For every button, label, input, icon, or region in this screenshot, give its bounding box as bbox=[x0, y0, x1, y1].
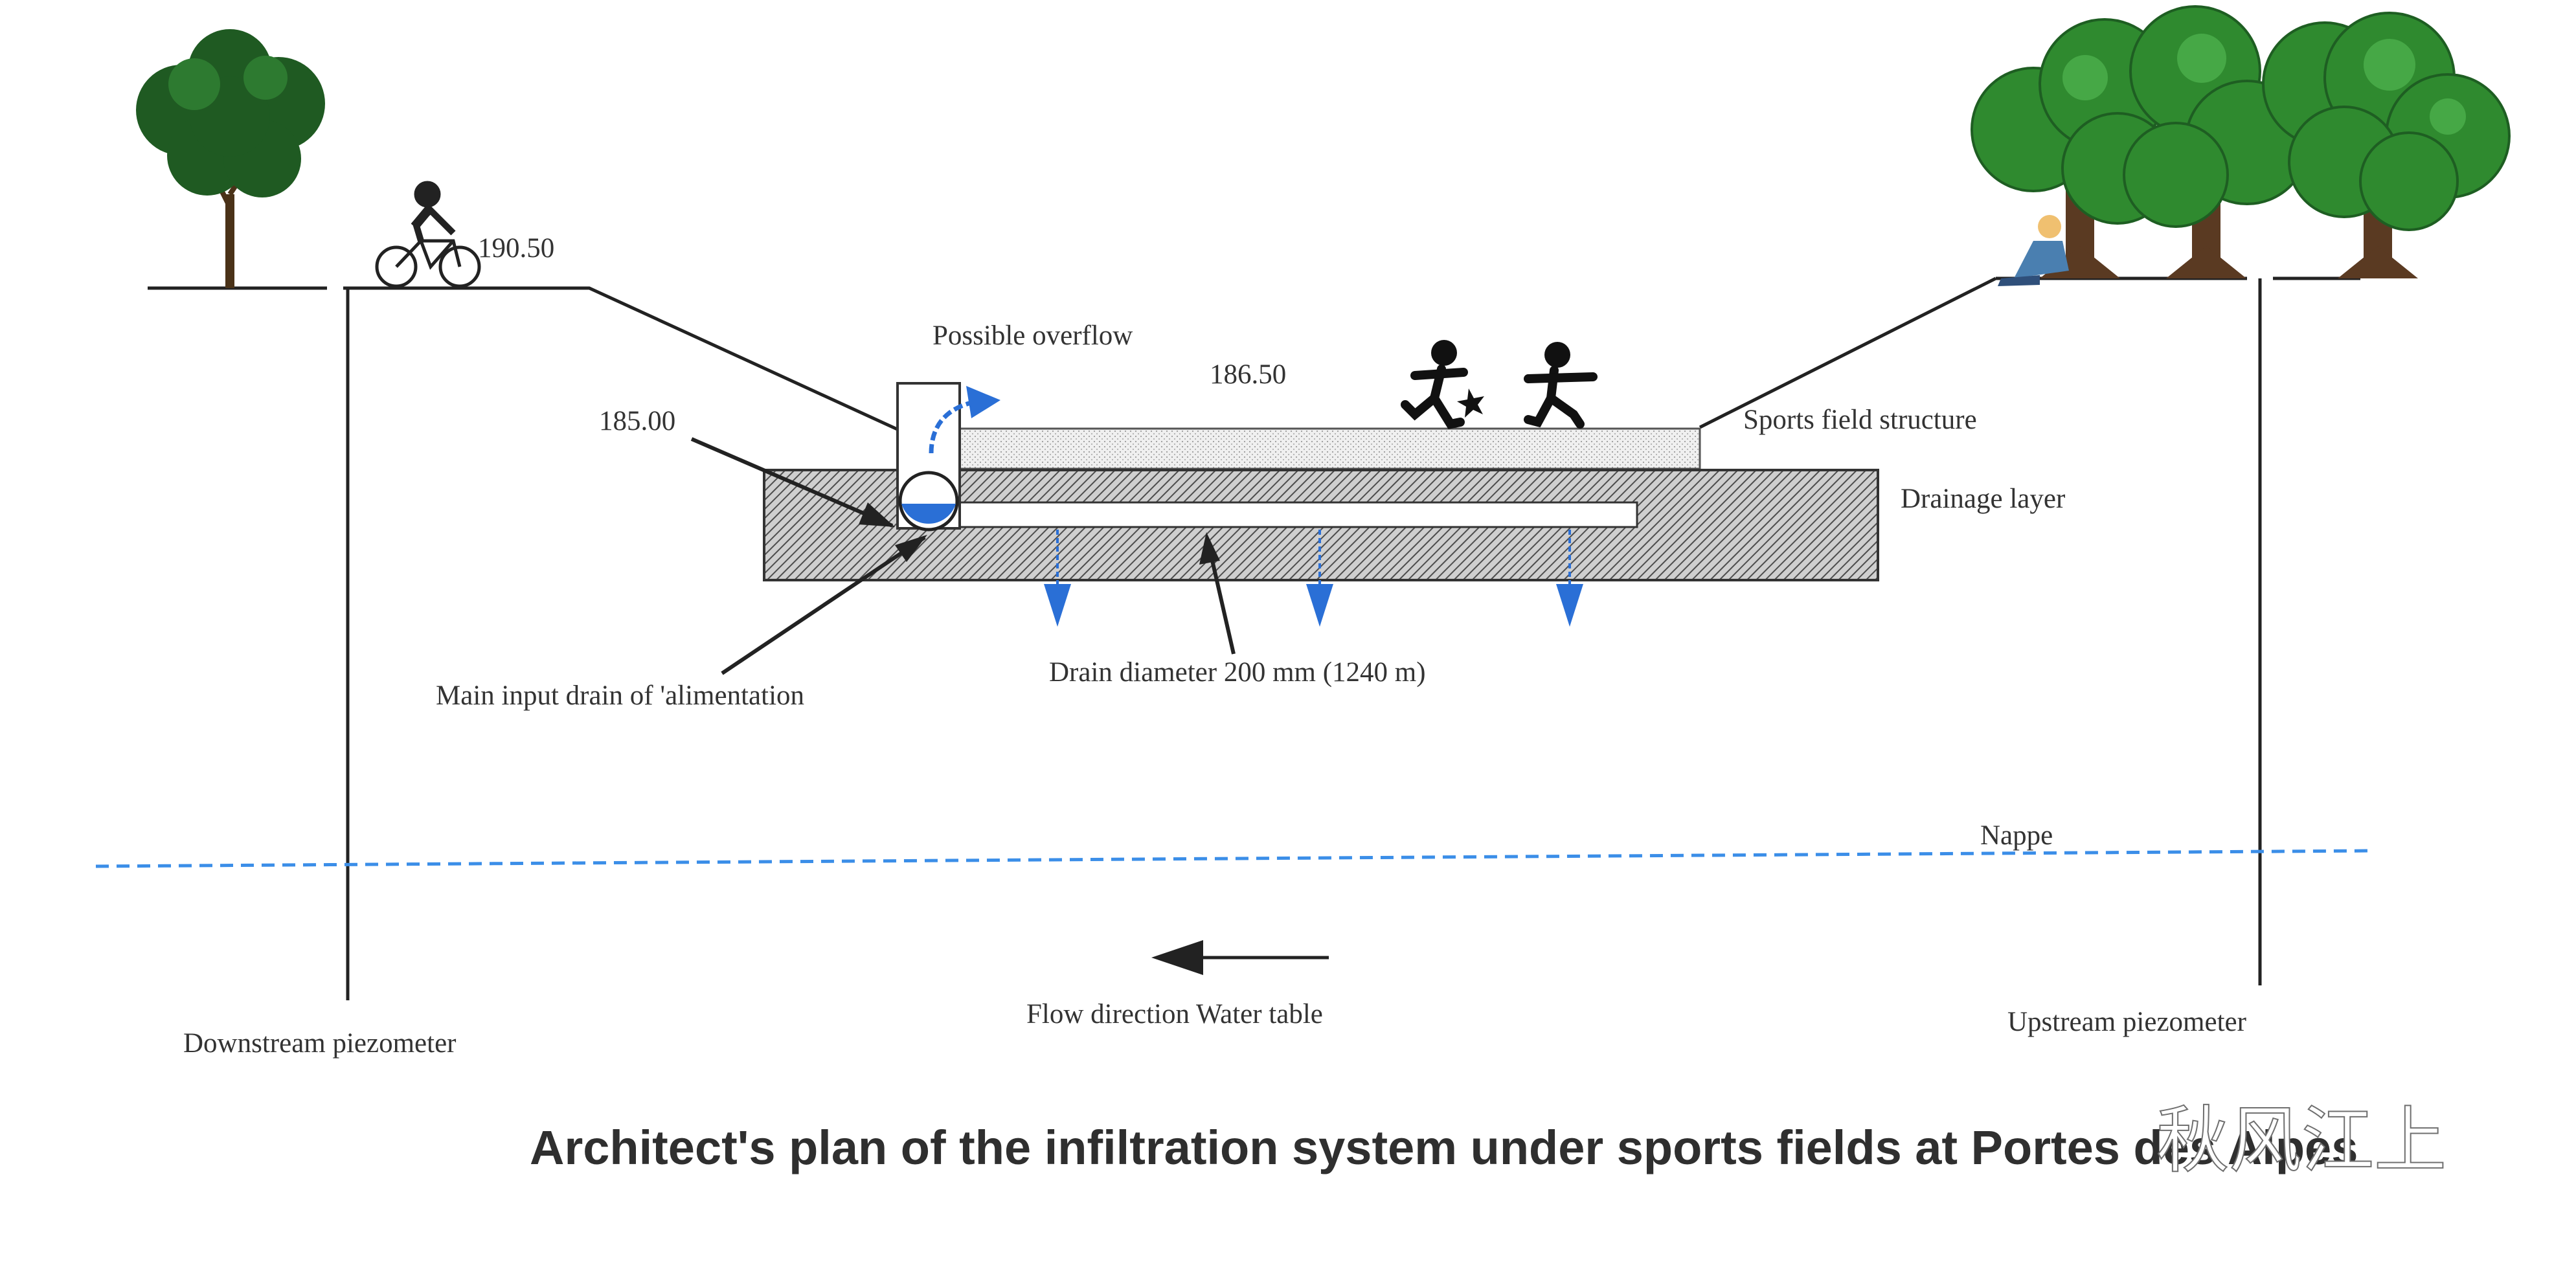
cyclist-icon bbox=[375, 181, 481, 288]
drainage-layer-label: Drainage layer bbox=[1901, 484, 2065, 514]
elevation-label-185: 185.00 bbox=[599, 406, 675, 436]
water-table-line bbox=[95, 849, 2374, 868]
flow-direction-arrow bbox=[1151, 940, 1329, 975]
downstream-piezometer-label: Downstream piezometer bbox=[183, 1028, 456, 1059]
upstream-piezometer-label: Upstream piezometer bbox=[2007, 1007, 2246, 1037]
flow-direction-label: Flow direction Water table bbox=[1026, 999, 1323, 1029]
sports-field-structure bbox=[957, 427, 1701, 470]
ground-profile bbox=[148, 276, 2360, 432]
drain-diameter-label: Drain diameter 200 mm (1240 m) bbox=[1049, 657, 1426, 688]
elevation-label-186: 186.50 bbox=[1210, 359, 1286, 390]
runner-icon bbox=[1524, 342, 1598, 429]
nappe-label: Nappe bbox=[1980, 820, 2053, 851]
ball-icon bbox=[1457, 388, 1484, 418]
runner-icon bbox=[1401, 340, 1468, 429]
elevation-label-190: 190.50 bbox=[478, 233, 554, 264]
watermark: 秋风江上 bbox=[2156, 1099, 2446, 1183]
possible-overflow-label: Possible overflow bbox=[932, 320, 1133, 351]
downstream-tree bbox=[136, 29, 325, 288]
diagram-title: Architect's plan of the infiltration sys… bbox=[530, 1121, 2358, 1174]
sports-field-structure-label: Sports field structure bbox=[1743, 405, 1977, 435]
upstream-trees bbox=[1971, 5, 2511, 278]
drain-pipe bbox=[917, 501, 1638, 528]
drain-water bbox=[901, 504, 956, 524]
overflow-arrow bbox=[929, 400, 972, 454]
infiltration-arrows bbox=[1044, 530, 1583, 627]
seated-person-icon bbox=[1998, 215, 2069, 286]
main-input-drain-label: Main input drain of 'alimentation bbox=[436, 680, 804, 711]
